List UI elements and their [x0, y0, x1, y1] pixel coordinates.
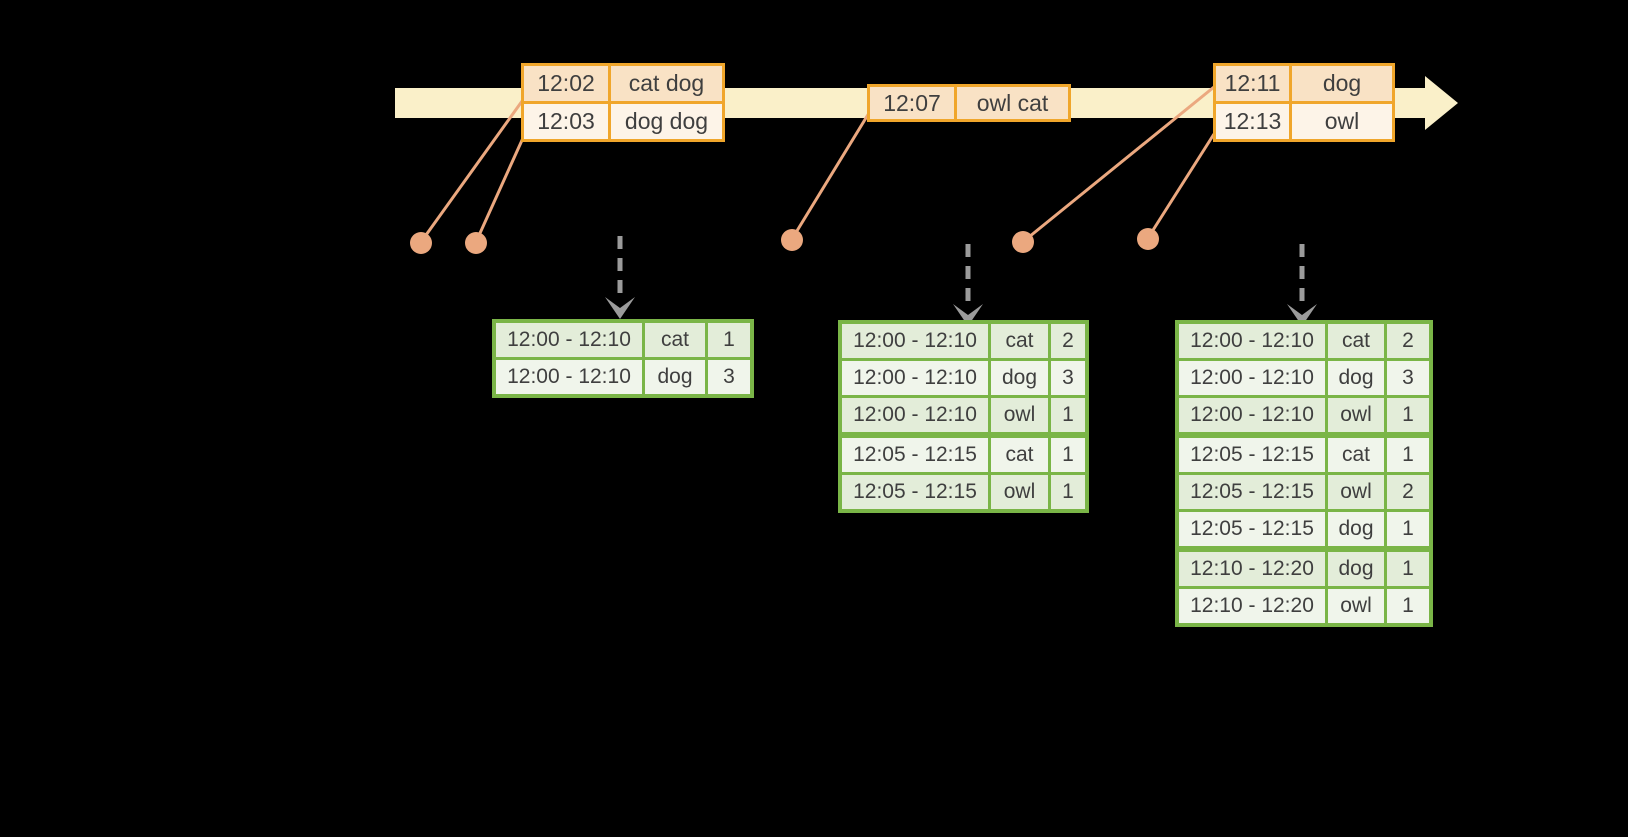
result-window-cell: 12:10 - 12:20 — [1179, 552, 1325, 586]
result-window-cell: 12:05 - 12:15 — [842, 475, 988, 509]
result-window-cell: 12:05 - 12:15 — [1179, 475, 1325, 509]
result-word-cell: owl — [1328, 475, 1384, 509]
result-count-cell: 3 — [1387, 361, 1429, 395]
trigger-arrowhead-icon — [605, 297, 635, 319]
result-word-cell: dog — [645, 360, 705, 394]
event-connector-line — [1023, 85, 1215, 243]
event-marker-dot — [1012, 231, 1034, 253]
event-time-cell: 12:03 — [524, 104, 608, 139]
event-time-cell: 12:13 — [1216, 104, 1289, 139]
event-words-cell: owl cat — [957, 87, 1068, 119]
result-word-cell: dog — [1328, 361, 1384, 395]
result-word-cell: cat — [1328, 324, 1384, 358]
result-window-cell: 12:00 - 12:10 — [842, 361, 988, 395]
result-window-cell: 12:00 - 12:10 — [496, 323, 642, 357]
result-count-cell: 2 — [1051, 324, 1085, 358]
event-time-cell: 12:11 — [1216, 66, 1289, 101]
event-marker-dot — [1137, 228, 1159, 250]
event-time-cell: 12:07 — [870, 87, 954, 119]
result-count-cell: 1 — [1387, 438, 1429, 472]
result-window-cell: 12:00 - 12:10 — [496, 360, 642, 394]
result-window-cell: 12:00 - 12:10 — [1179, 324, 1325, 358]
result-count-cell: 1 — [1051, 475, 1085, 509]
result-count-cell: 1 — [1387, 512, 1429, 546]
result-word-cell: owl — [991, 475, 1048, 509]
result-window-cell: 12:05 - 12:15 — [1179, 512, 1325, 546]
event-words-cell: cat dog — [611, 66, 722, 101]
result-window-cell: 12:05 - 12:15 — [1179, 438, 1325, 472]
result-count-cell: 3 — [1051, 361, 1085, 395]
result-word-cell: cat — [645, 323, 705, 357]
result-word-cell: owl — [1328, 398, 1384, 432]
timeline-arrowhead-icon — [1425, 76, 1458, 130]
result-window-cell: 12:10 - 12:20 — [1179, 589, 1325, 623]
event-words-cell: owl — [1292, 104, 1392, 139]
result-window-cell: 12:00 - 12:10 — [1179, 398, 1325, 432]
result-count-cell: 2 — [1387, 324, 1429, 358]
result-window-cell: 12:00 - 12:10 — [842, 324, 988, 358]
event-marker-dot — [410, 232, 432, 254]
result-word-cell: cat — [991, 438, 1048, 472]
result-window-cell: 12:05 - 12:15 — [842, 438, 988, 472]
result-word-cell: dog — [1328, 512, 1384, 546]
result-count-cell: 1 — [1051, 438, 1085, 472]
event-connector-line — [790, 112, 871, 240]
result-count-cell: 3 — [708, 360, 750, 394]
result-word-cell: dog — [991, 361, 1048, 395]
result-count-cell: 1 — [708, 323, 750, 357]
event-time-cell: 12:02 — [524, 66, 608, 101]
event-connector-line — [419, 96, 527, 243]
result-word-cell: dog — [1328, 552, 1384, 586]
result-word-cell: owl — [991, 398, 1048, 432]
result-count-cell: 1 — [1387, 552, 1429, 586]
trigger-arrowhead-icon — [953, 304, 983, 326]
result-count-cell: 1 — [1051, 398, 1085, 432]
result-word-cell: cat — [991, 324, 1048, 358]
event-marker-dot — [465, 232, 487, 254]
result-window-cell: 12:00 - 12:10 — [842, 398, 988, 432]
trigger-arrowhead-icon — [1287, 304, 1317, 326]
event-marker-dot — [781, 229, 803, 251]
result-word-cell: cat — [1328, 438, 1384, 472]
event-words-cell: dog — [1292, 66, 1392, 101]
event-connector-line — [474, 137, 525, 243]
result-count-cell: 1 — [1387, 589, 1429, 623]
result-window-cell: 12:00 - 12:10 — [1179, 361, 1325, 395]
event-words-cell: dog dog — [611, 104, 722, 139]
result-count-cell: 1 — [1387, 398, 1429, 432]
result-word-cell: owl — [1328, 589, 1384, 623]
result-count-cell: 2 — [1387, 475, 1429, 509]
event-connector-line — [1146, 133, 1216, 239]
